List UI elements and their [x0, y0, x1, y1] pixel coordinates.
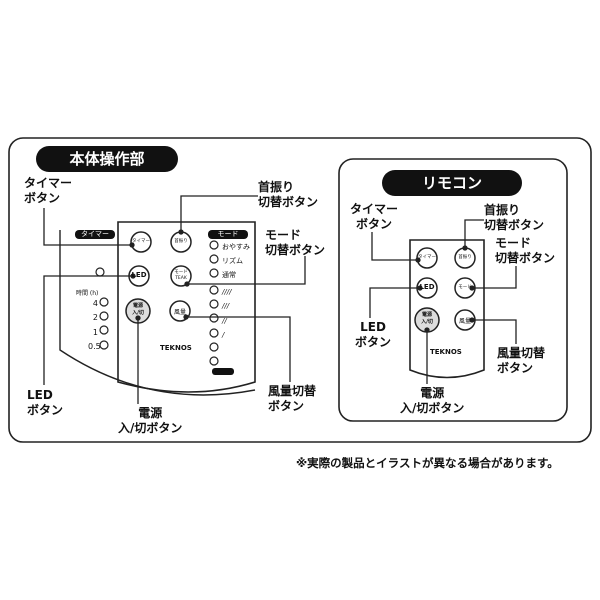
mode-item: 通常	[222, 271, 236, 279]
remote-led-label: LED ボタン	[355, 320, 392, 349]
remote-swing-btn-text: 首振り	[458, 255, 472, 260]
remote-frame	[338, 158, 568, 422]
main-mode-label: モード 切替ボタン	[265, 228, 326, 257]
remote-timer-label: タイマー ボタン	[350, 202, 399, 231]
mode-header: モード	[217, 230, 239, 238]
timer-value: 4	[92, 299, 98, 308]
main-brand-logo: TEKNOS	[160, 344, 192, 352]
main-timer-btn-text: タイマー	[132, 239, 150, 244]
main-swing-label: 首振り 切替ボタン	[258, 180, 319, 209]
remote-swing-label: 首振り 切替ボタン	[484, 203, 545, 232]
remote-mode-btn-text: モード	[458, 285, 472, 290]
timer-value: 2	[92, 313, 98, 323]
timer-values: 4 2 1 0.5	[88, 297, 101, 354]
timer-header: タイマー	[81, 230, 109, 238]
main-timer-label: タイマー ボタン	[24, 176, 73, 205]
remote-title: リモコン	[382, 170, 522, 196]
speed-item: ////	[222, 288, 232, 296]
remote-mode-label: モード 切替ボタン	[495, 236, 556, 265]
main-led-label: LED ボタン	[27, 388, 64, 417]
remote-led-btn-text: LED	[419, 283, 435, 291]
main-mode-button	[170, 265, 192, 287]
remote-brand-logo: TEKNOS	[430, 348, 462, 356]
main-wind-label: 風量切替 ボタン	[268, 384, 317, 413]
main-power-btn-text: 電源入/切	[132, 303, 144, 316]
main-unit-panel	[59, 221, 256, 396]
mode-item: おやすみ	[222, 243, 250, 251]
speed-items: //// /// // /	[222, 285, 231, 342]
main-wind-btn-text: 風量	[173, 309, 186, 316]
main-unit-title: 本体操作部	[36, 146, 178, 172]
remote-power-label: 電源 入/切ボタン	[400, 386, 465, 415]
remote-panel	[409, 239, 485, 379]
footnote: ※実際の製品とイラストが異なる場合があります。	[296, 456, 559, 470]
speed-item: /	[222, 330, 225, 339]
mode-items: おやすみ リズム 通常	[222, 240, 250, 282]
timer-value: 0.5	[88, 341, 101, 351]
mode-item: リズム	[222, 257, 243, 265]
remote-wind-label: 風量切替 ボタン	[497, 346, 546, 375]
speed-item: //	[222, 316, 227, 325]
main-timer-button	[130, 231, 152, 253]
speed-item: ///	[222, 302, 230, 311]
main-frame	[8, 137, 592, 443]
remote-wind-btn-text: 風量	[458, 318, 471, 325]
remote-power-btn-text: 電源入/切	[421, 312, 433, 325]
main-leader-lines	[43, 195, 306, 404]
remote-leader-lines	[369, 219, 517, 384]
remote-timer-btn-text: タイマー	[418, 255, 436, 260]
timer-unit: 時間 (h)	[76, 290, 99, 297]
main-swing-btn-text: 首振り	[174, 239, 188, 244]
timer-value: 1	[92, 327, 98, 337]
main-power-label: 電源 入/切ボタン	[118, 406, 183, 435]
main-led-btn-text: LED	[131, 271, 147, 279]
